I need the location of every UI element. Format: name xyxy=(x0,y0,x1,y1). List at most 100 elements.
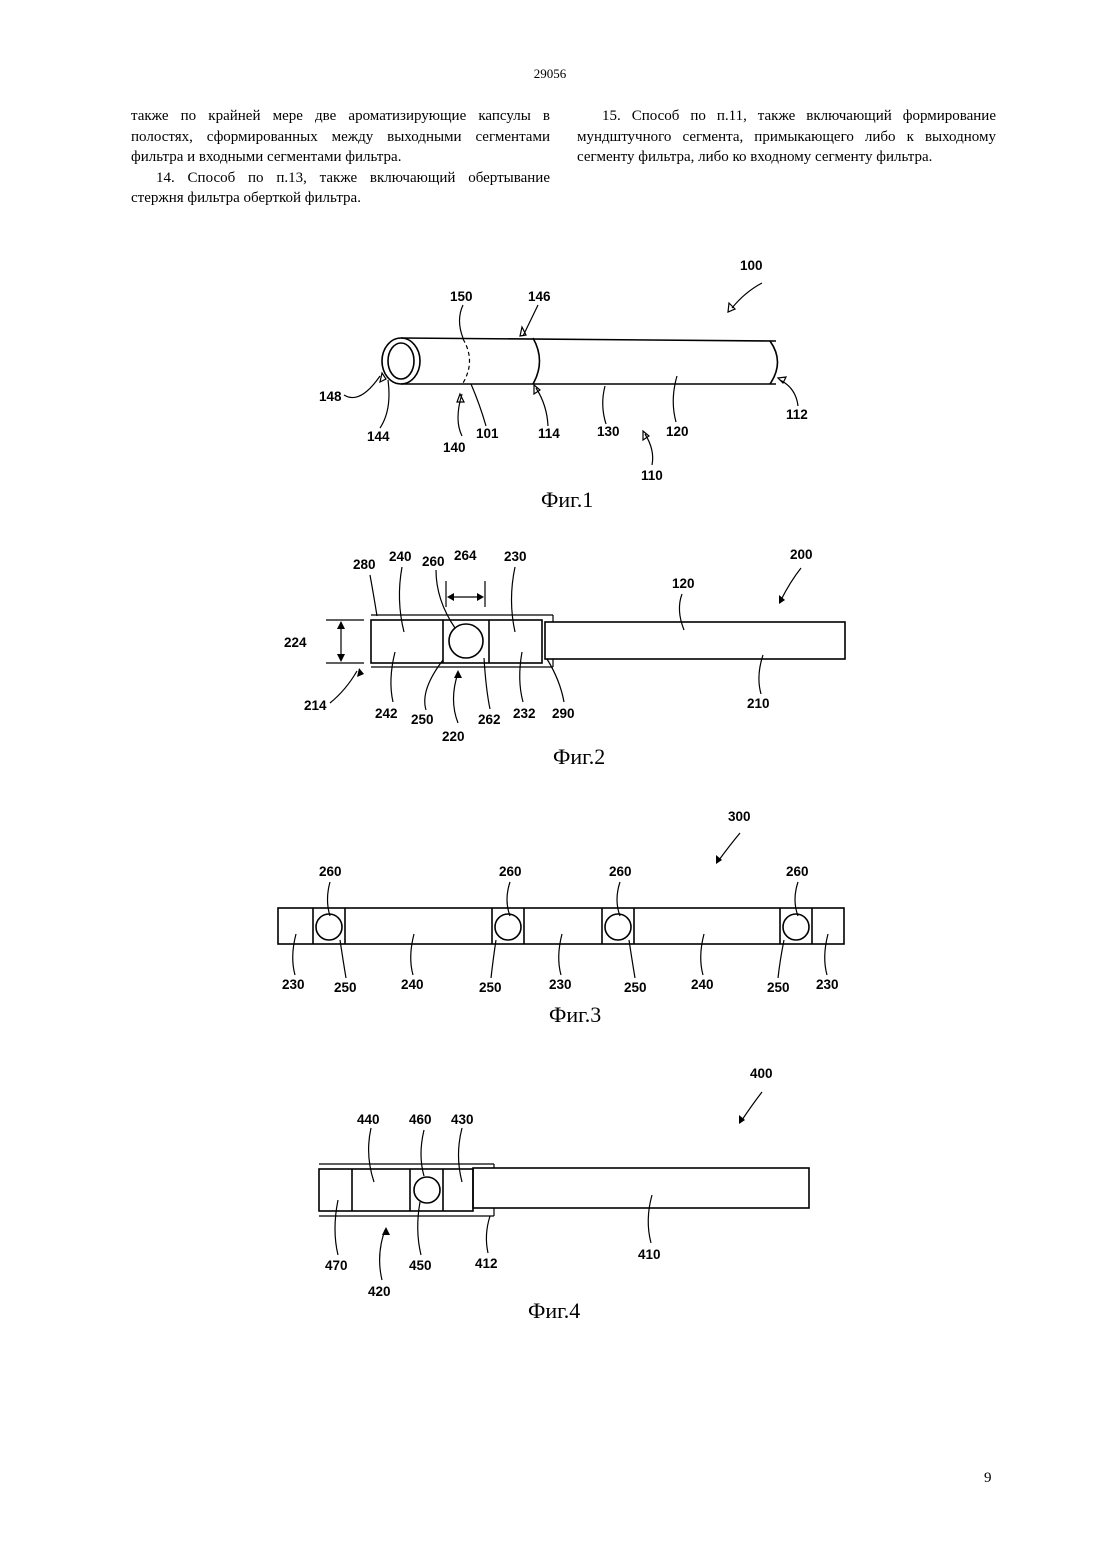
fig1-lit-end xyxy=(770,341,778,384)
fig1-label-100: 100 xyxy=(740,258,763,273)
fig2-leader-230 xyxy=(512,567,516,632)
fig1-leader-140 xyxy=(458,394,462,436)
fig3-label-240-1: 240 xyxy=(401,977,424,992)
fig1-tube-top-edge xyxy=(401,338,776,341)
fig2-tobacco-rod xyxy=(545,622,845,659)
fig2-label-240: 240 xyxy=(389,549,412,564)
fig2-leader-232 xyxy=(520,652,523,702)
fig4-label-470: 470 xyxy=(325,1258,348,1273)
fig3-leader-250b xyxy=(491,940,496,978)
fig1-leader-114 xyxy=(536,388,548,426)
fig2-label-290: 290 xyxy=(552,706,575,721)
fig2-arrow-200 xyxy=(779,595,785,604)
fig1-mouth-end-inner xyxy=(388,343,414,379)
figure-4: 400 440 460 430 470 420 450 412 410 Фиг.… xyxy=(0,1055,1100,1335)
fig3-label-240-2: 240 xyxy=(691,977,714,992)
fig1-label-114: 114 xyxy=(538,426,560,441)
fig3-label-260-2: 260 xyxy=(499,864,522,879)
fig2-label-220: 220 xyxy=(442,729,465,744)
fig1-leader-112 xyxy=(780,380,798,406)
fig3-leader-250d xyxy=(778,940,784,978)
fig4-filter xyxy=(319,1169,473,1211)
fig2-label-224: 224 xyxy=(284,635,307,650)
fig4-caption: Фиг.4 xyxy=(528,1298,580,1323)
fig1-arrow-112 xyxy=(778,377,786,383)
figure-1: 100 150 146 148 144 140 101 114 130 120 … xyxy=(0,245,1100,525)
fig4-label-430: 430 xyxy=(451,1112,474,1127)
fig3-leader-300 xyxy=(719,833,740,860)
fig1-leader-130 xyxy=(603,386,606,424)
fig4-arrow-420 xyxy=(382,1227,390,1235)
page-number: 9 xyxy=(984,1470,992,1487)
fig3-leader-260c xyxy=(617,882,620,916)
fig1-leader-144 xyxy=(380,380,389,428)
fig2-leader-290 xyxy=(547,659,564,702)
fig1-label-140: 140 xyxy=(443,440,466,455)
fig1-dashed-boundary xyxy=(463,339,470,383)
fig2-arrow-220 xyxy=(454,670,462,678)
fig4-label-460: 460 xyxy=(409,1112,432,1127)
fig1-label-146: 146 xyxy=(528,289,551,304)
fig1-leader-101 xyxy=(471,384,486,426)
fig2-label-200: 200 xyxy=(790,547,813,562)
fig3-label-230-3: 230 xyxy=(816,977,839,992)
fig4-label-410: 410 xyxy=(638,1247,661,1262)
fig2-label-264: 264 xyxy=(454,548,477,563)
fig2-leader-242 xyxy=(391,652,395,702)
fig4-leader-440 xyxy=(369,1128,374,1182)
fig2-leader-214 xyxy=(330,671,357,703)
fig2-label-214: 214 xyxy=(304,698,327,713)
fig3-leader-250c xyxy=(629,940,635,978)
fig3-capsule-1 xyxy=(316,914,342,940)
fig1-label-130: 130 xyxy=(597,424,620,439)
fig3-label-250-4: 250 xyxy=(767,980,790,995)
fig4-label-420: 420 xyxy=(368,1284,391,1299)
fig2-leader-280 xyxy=(370,575,377,616)
fig3-capsule-2 xyxy=(495,914,521,940)
fig2-leader-220 xyxy=(454,673,459,723)
fig3-leader-260d xyxy=(795,882,798,916)
fig4-label-412: 412 xyxy=(475,1256,498,1271)
fig3-label-230-1: 230 xyxy=(282,977,305,992)
fig4-capsule xyxy=(414,1177,440,1203)
fig4-leader-412 xyxy=(486,1216,490,1253)
fig3-label-300: 300 xyxy=(728,809,751,824)
fig2-label-230: 230 xyxy=(504,549,527,564)
fig3-capsule-4 xyxy=(783,914,809,940)
fig1-leader-146 xyxy=(523,305,538,336)
fig1-label-120: 120 xyxy=(666,424,689,439)
claim-15: 15. Способ по п.11, также включающий фор… xyxy=(577,106,996,168)
fig4-leader-420 xyxy=(380,1230,385,1280)
fig4-leader-430 xyxy=(459,1128,463,1182)
fig1-arrow-100 xyxy=(728,303,735,312)
fig3-label-260-4: 260 xyxy=(786,864,809,879)
fig3-leader-250a xyxy=(340,940,346,978)
right-column: 15. Способ по п.11, также включающий фор… xyxy=(577,106,996,168)
fig3-leader-230c xyxy=(825,934,828,975)
fig3-label-230-2: 230 xyxy=(549,977,572,992)
fig3-label-250-3: 250 xyxy=(624,980,647,995)
fig1-tipping-edge xyxy=(533,338,540,384)
fig3-label-260-3: 260 xyxy=(609,864,632,879)
fig4-leader-470 xyxy=(335,1200,338,1255)
fig1-leader-148 xyxy=(344,376,380,398)
fig4-label-440: 440 xyxy=(357,1112,380,1127)
fig1-leader-120 xyxy=(673,376,677,422)
fig1-leader-150 xyxy=(460,305,464,338)
fig1-label-110: 110 xyxy=(641,468,663,483)
fig3-leader-260a xyxy=(328,882,331,916)
fig2-label-260: 260 xyxy=(422,554,445,569)
figure-2: 280 240 260 264 230 120 200 224 214 242 … xyxy=(0,535,1100,785)
claim-14: 14. Способ по п.13, также включающий обе… xyxy=(131,168,550,209)
fig3-leader-240a xyxy=(411,934,414,975)
fig4-tobacco-rod xyxy=(473,1168,809,1208)
fig2-leader-240 xyxy=(399,567,404,632)
fig4-label-450: 450 xyxy=(409,1258,432,1273)
fig4-leader-400 xyxy=(742,1092,762,1120)
fig3-label-250-1: 250 xyxy=(334,980,357,995)
fig1-leader-100 xyxy=(732,283,762,308)
fig2-dim-264-arrow-right xyxy=(477,593,484,601)
fig2-dim-224-arrow-top xyxy=(337,621,345,629)
fig3-label-260-1: 260 xyxy=(319,864,342,879)
fig2-capsule xyxy=(449,624,483,658)
